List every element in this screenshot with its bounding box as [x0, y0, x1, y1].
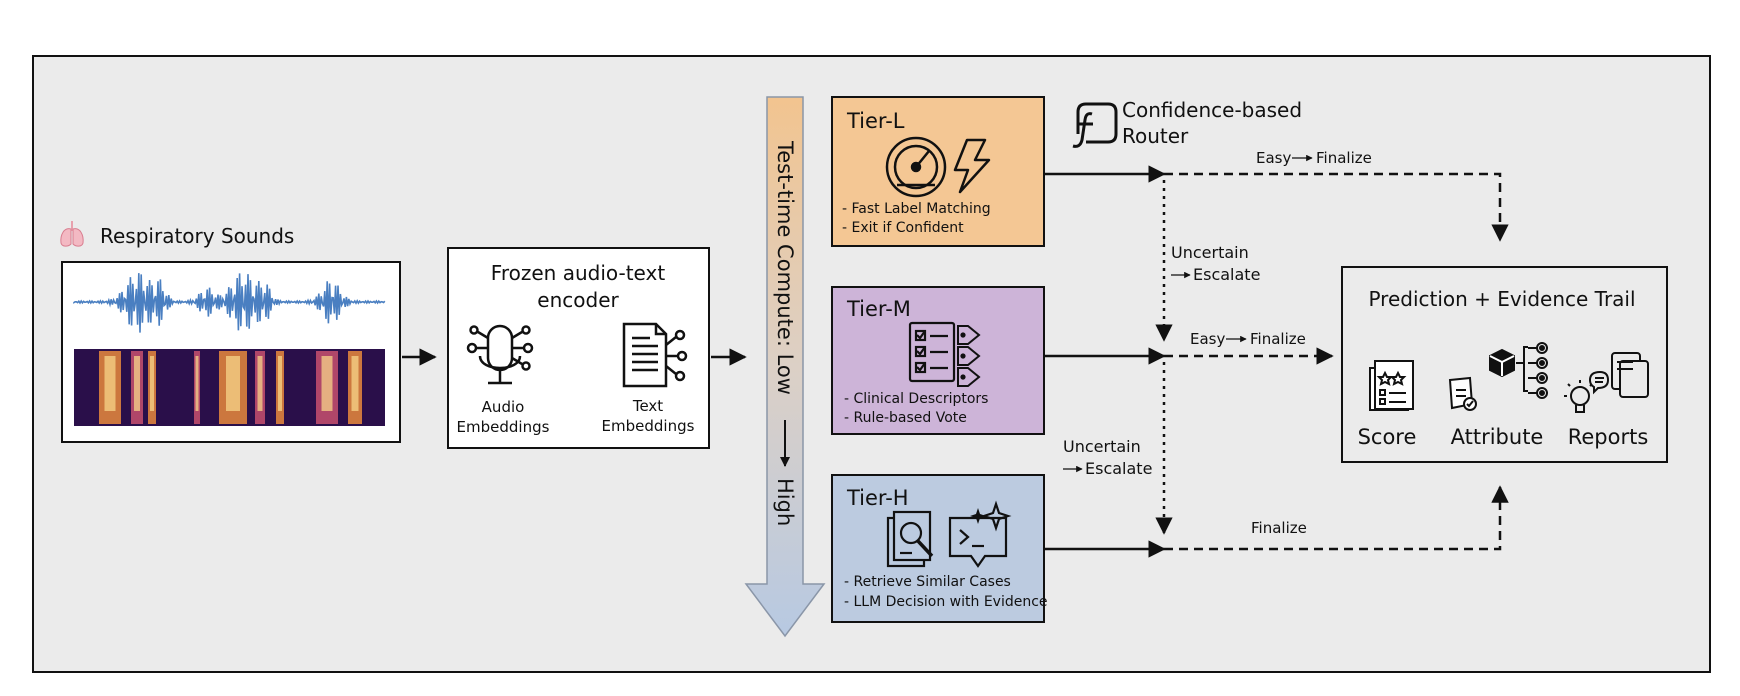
reports-icon [1564, 352, 1649, 413]
edge-finalize-label: Finalize [1251, 519, 1307, 537]
waveform [73, 273, 386, 333]
output-section: Prediction + Evidence Trail Score [1341, 266, 1668, 463]
llm-chat-icon [948, 500, 1012, 568]
speedometer-icon [885, 136, 947, 198]
document-icon [622, 322, 688, 388]
tier-m-box [831, 286, 1045, 435]
router-title-line2: Router [1122, 124, 1189, 148]
compute-arrow: Test-time Compute: Low High [744, 96, 826, 638]
input-title: Respiratory Sounds [100, 224, 294, 248]
tier-m-bullet1: - Clinical Descriptors [844, 391, 988, 407]
output-item-reports: Reports [1568, 425, 1649, 449]
tier-h-bullet2: - LLM Decision with Evidence [844, 594, 1048, 610]
edge-easy-mid-left: Easy [1190, 330, 1225, 348]
output-title: Prediction + Evidence Trail [1368, 287, 1635, 311]
microphone-icon [466, 324, 534, 385]
tier-h-box [831, 474, 1045, 623]
edge-uncertain-top-line1: Uncertain [1171, 243, 1249, 262]
tags-icon [957, 325, 981, 387]
lungs-icon [60, 221, 84, 247]
output-item-score: Score [1358, 425, 1417, 449]
spectrogram-highlight [226, 356, 240, 411]
spectrogram-highlight [104, 356, 116, 411]
edge-easy-top-right: Finalize [1316, 149, 1372, 167]
edges: Easy Finalize Easy Finalize Uncertain Es… [1044, 149, 1509, 558]
tier-h-bullet1: - Retrieve Similar Cases [844, 574, 1011, 590]
edge-easy-mid-right: Finalize [1250, 330, 1306, 348]
audio-embeddings-label-line2: Embeddings [457, 418, 550, 436]
input-section: Respiratory Sounds [60, 221, 401, 443]
audio-embeddings-label-line1: Audio [482, 398, 525, 416]
checklist-icon [908, 321, 956, 383]
lightning-icon [953, 138, 991, 194]
attribute-tree-icon [1448, 342, 1548, 411]
edge-uncertain-top-line2: Escalate [1193, 265, 1260, 284]
edge-finalize-bottom [1164, 485, 1509, 551]
text-embeddings-label-line1: Text [632, 397, 663, 415]
spectrogram-highlight [150, 356, 154, 411]
spectrogram-highlight [351, 356, 359, 411]
search-document-icon [886, 510, 934, 568]
edge-uncertain-bottom-line2: Escalate [1085, 459, 1152, 478]
encoder-title-line1: Frozen audio-text [491, 261, 666, 285]
spectrogram-highlight [195, 356, 199, 411]
text-embeddings-label-line2: Embeddings [602, 417, 695, 435]
tier-l-bullet2: - Exit if Confident [842, 220, 964, 236]
tier-m-title: Tier-M [846, 297, 911, 321]
tier-l: Tier-L - Fast Label Matching - Exit if C… [831, 96, 1045, 247]
tier-l-title: Tier-L [846, 109, 905, 133]
router-title-line1: Confidence-based [1122, 98, 1302, 122]
spectrogram-highlight [257, 356, 263, 411]
spectrogram-highlight [321, 356, 333, 411]
score-report-icon [1369, 360, 1414, 411]
tier-l-bullet1: - Fast Label Matching [842, 201, 991, 217]
encoder-section: Frozen audio-text encoder Audio Embeddin… [447, 247, 710, 449]
edge-easy-top [1164, 172, 1509, 242]
spectrogram-highlight [134, 356, 140, 411]
spectrogram-highlight [278, 356, 282, 411]
tier-m-bullet2: - Rule-based Vote [844, 410, 967, 426]
router: Confidence-based Router [1072, 98, 1302, 148]
output-item-attribute: Attribute [1451, 425, 1544, 449]
tier-h: Tier-H - Retrieve Similar Cases - LLM De… [831, 474, 1048, 623]
spectrogram [74, 349, 385, 426]
encoder-title-line2: encoder [537, 288, 619, 312]
function-icon [1072, 102, 1118, 148]
compute-label-low: Test-time Compute: Low [773, 140, 797, 395]
tier-m: Tier-M - Clinical Descriptors - Rule-bas… [831, 286, 1045, 435]
edge-easy-top-left: Easy [1256, 149, 1291, 167]
compute-label-high: High [773, 478, 797, 526]
tier-h-title: Tier-H [846, 486, 909, 510]
tier-l-box [831, 96, 1045, 247]
edge-uncertain-bottom-line1: Uncertain [1063, 437, 1141, 456]
